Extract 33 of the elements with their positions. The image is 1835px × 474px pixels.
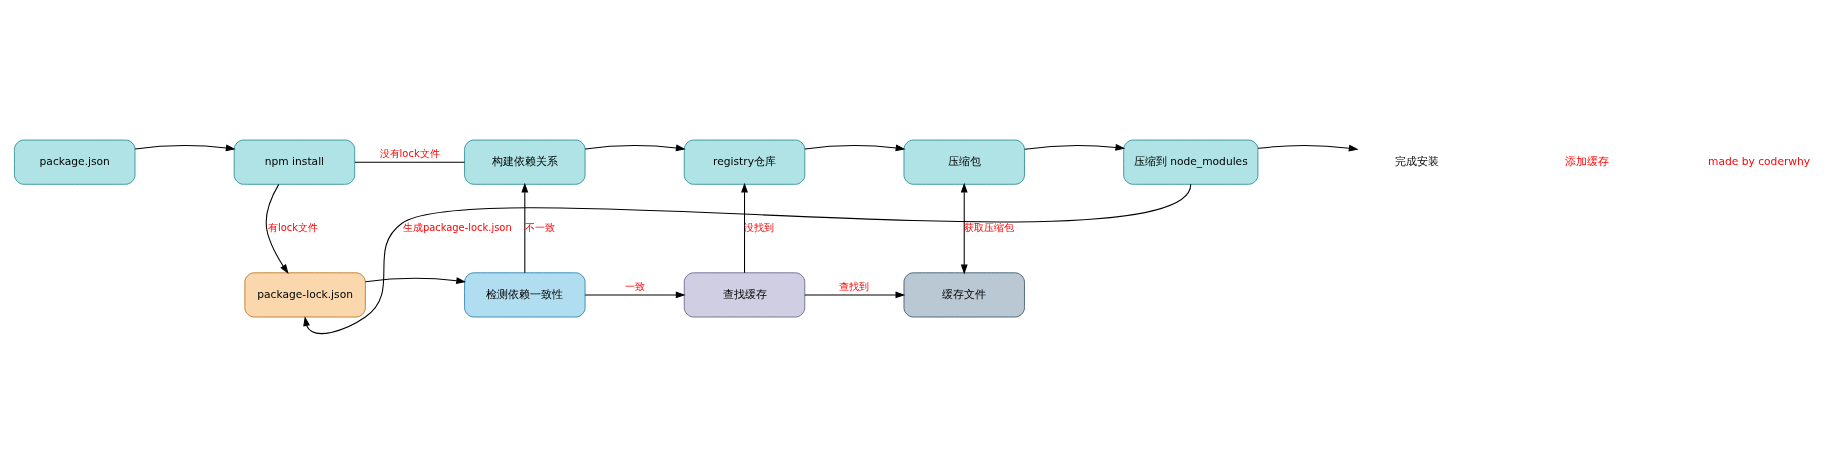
edge-label: 一致 [624,280,645,292]
arrow [364,277,466,285]
arrow [1024,144,1126,151]
edge-label: 没有lock文件 [379,148,440,160]
edge-label: 有lock文件 [267,222,318,234]
edge-label: 生成package-lock.json [402,222,512,234]
node-box: npm install [233,139,356,185]
node-box: package-lock.json [244,272,366,318]
label: 添加缓存 [1565,155,1610,168]
arrow [265,183,289,274]
arrow [1257,144,1359,152]
node-box: 压缩包 [903,139,1025,185]
arrow [584,291,686,299]
arrow [741,182,748,274]
arrow [804,144,906,152]
node-box: 压缩到 node_modules [1123,139,1259,185]
node-box: 缓存文件 [903,272,1025,318]
node-box: 构建依赖关系 [464,139,586,185]
arrow [134,144,236,152]
arrow [584,144,686,152]
node-box: registry仓库 [683,139,806,185]
node-box: package.json [14,139,136,185]
edge-label: 不一致 [524,222,555,234]
arrow [521,182,529,274]
arrow [303,183,1192,335]
node-text: 完成安装 [1395,155,1440,168]
arrow [960,182,968,275]
edge-label: 查找到 [839,280,870,292]
node-box: 检测依赖一致性 [464,272,586,318]
node-box: 查找缓存 [683,272,806,318]
arrow [804,291,906,299]
connector [354,161,466,163]
label: made by coderwhy [1708,155,1811,168]
